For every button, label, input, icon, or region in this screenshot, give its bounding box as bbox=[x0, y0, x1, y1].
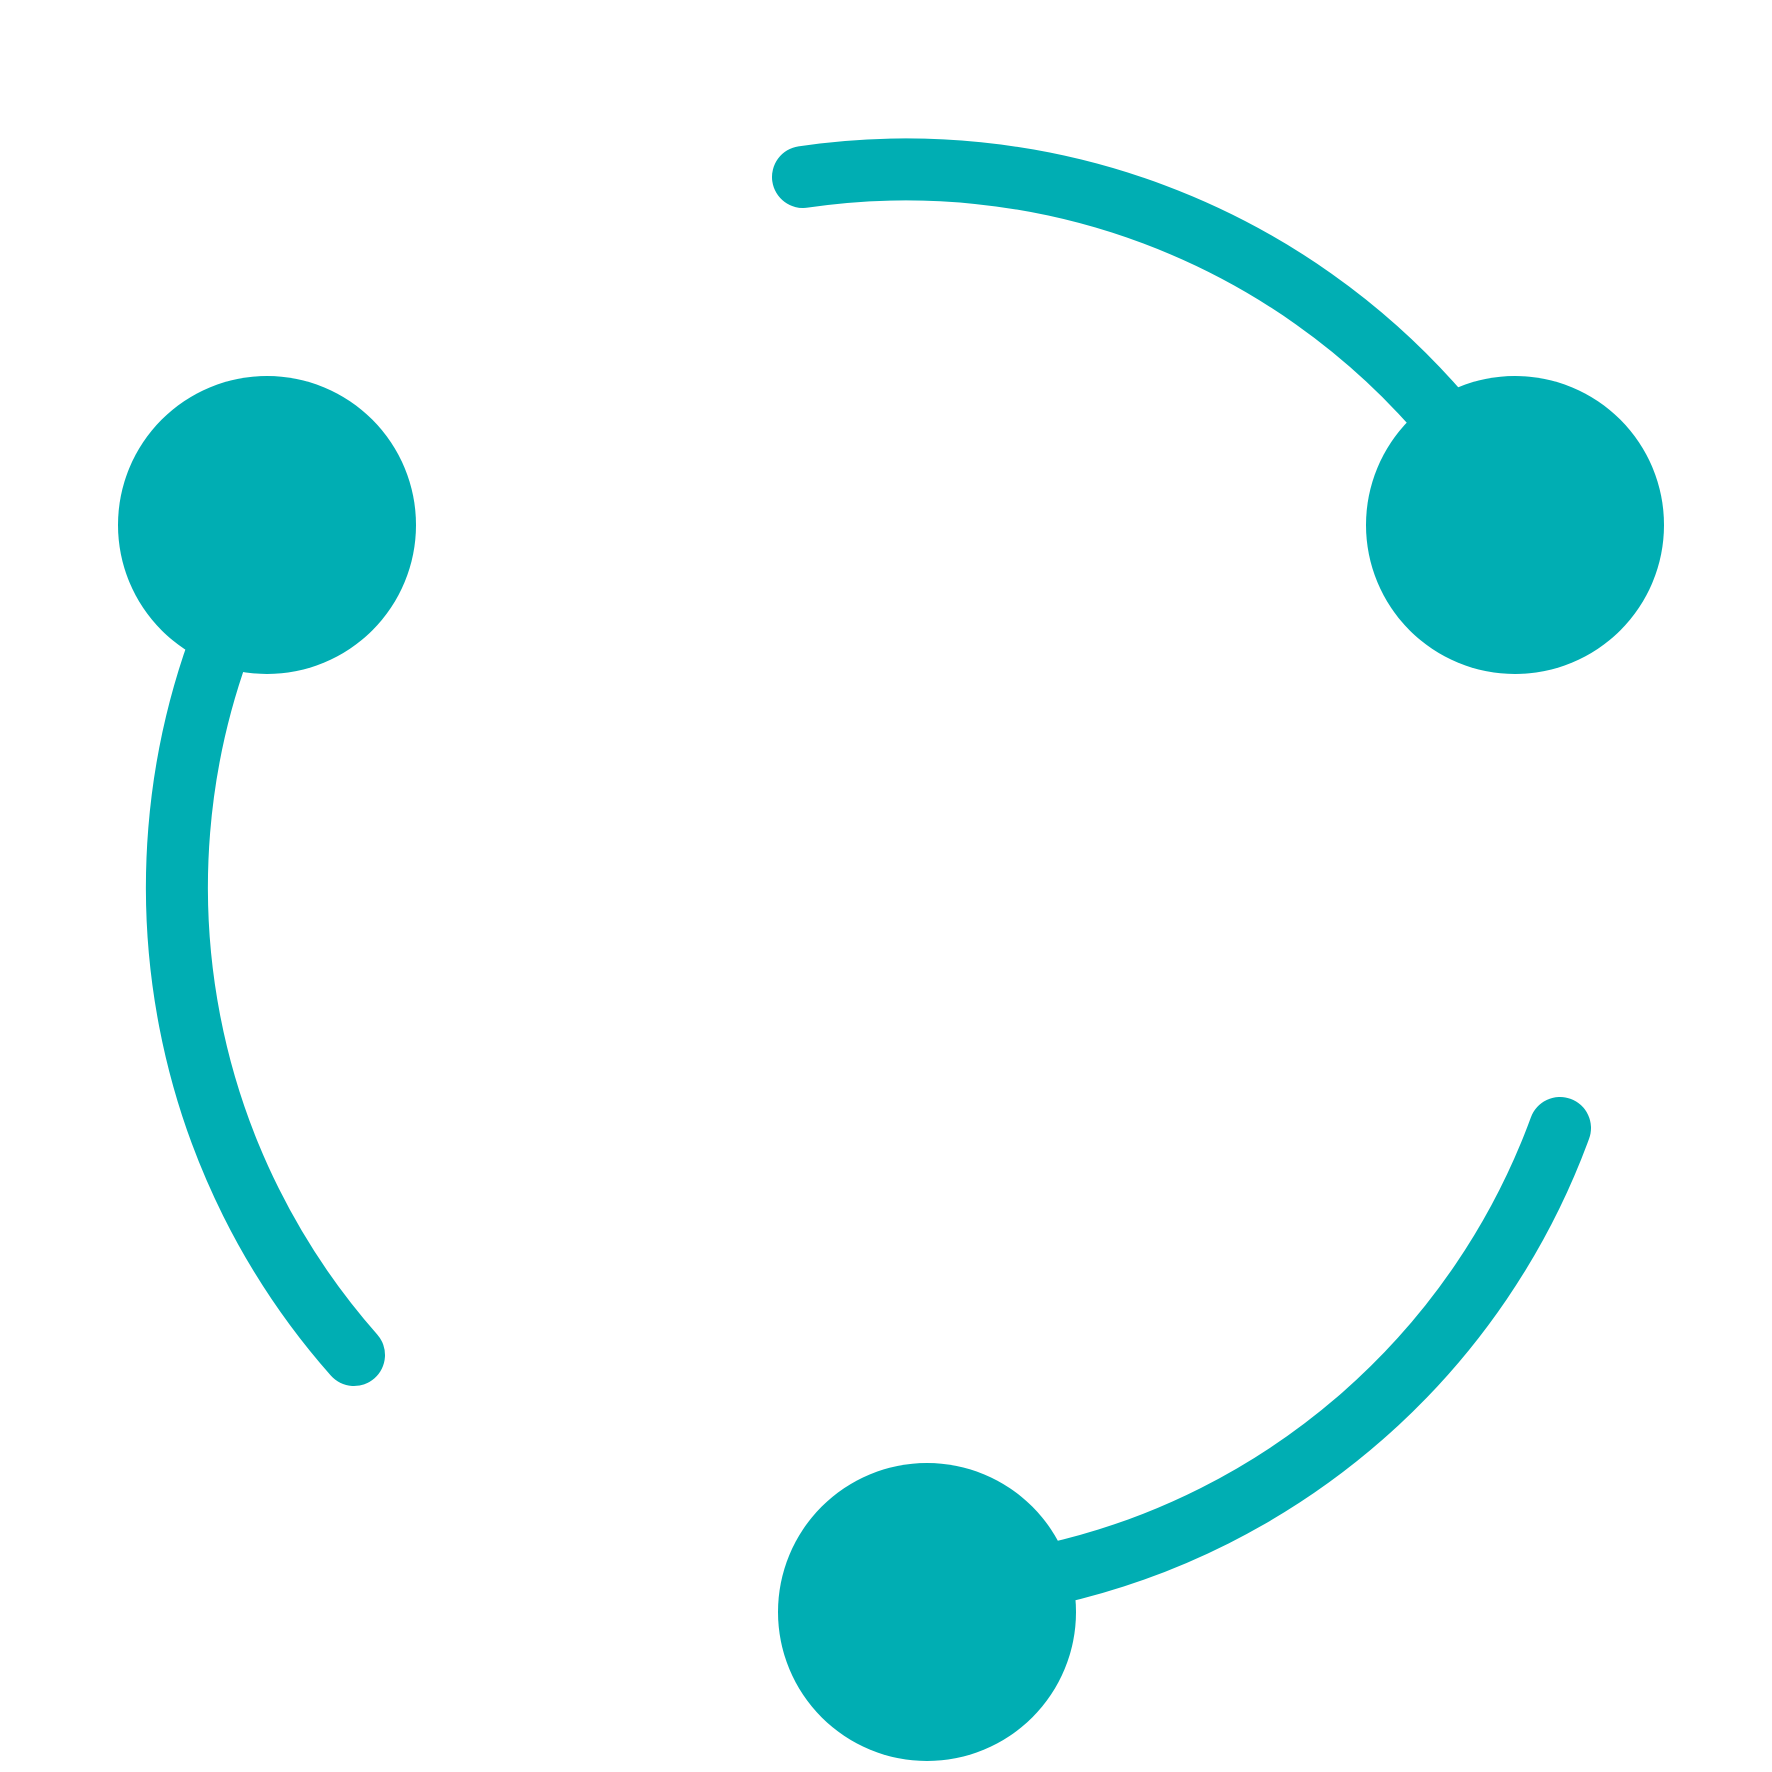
left-node bbox=[118, 376, 416, 674]
bottom-right-arc bbox=[1021, 1097, 1591, 1605]
bottom-node bbox=[778, 1463, 1076, 1761]
top-arc bbox=[772, 138, 1474, 448]
left-arc bbox=[145, 619, 385, 1386]
top-right-node bbox=[1366, 376, 1664, 674]
